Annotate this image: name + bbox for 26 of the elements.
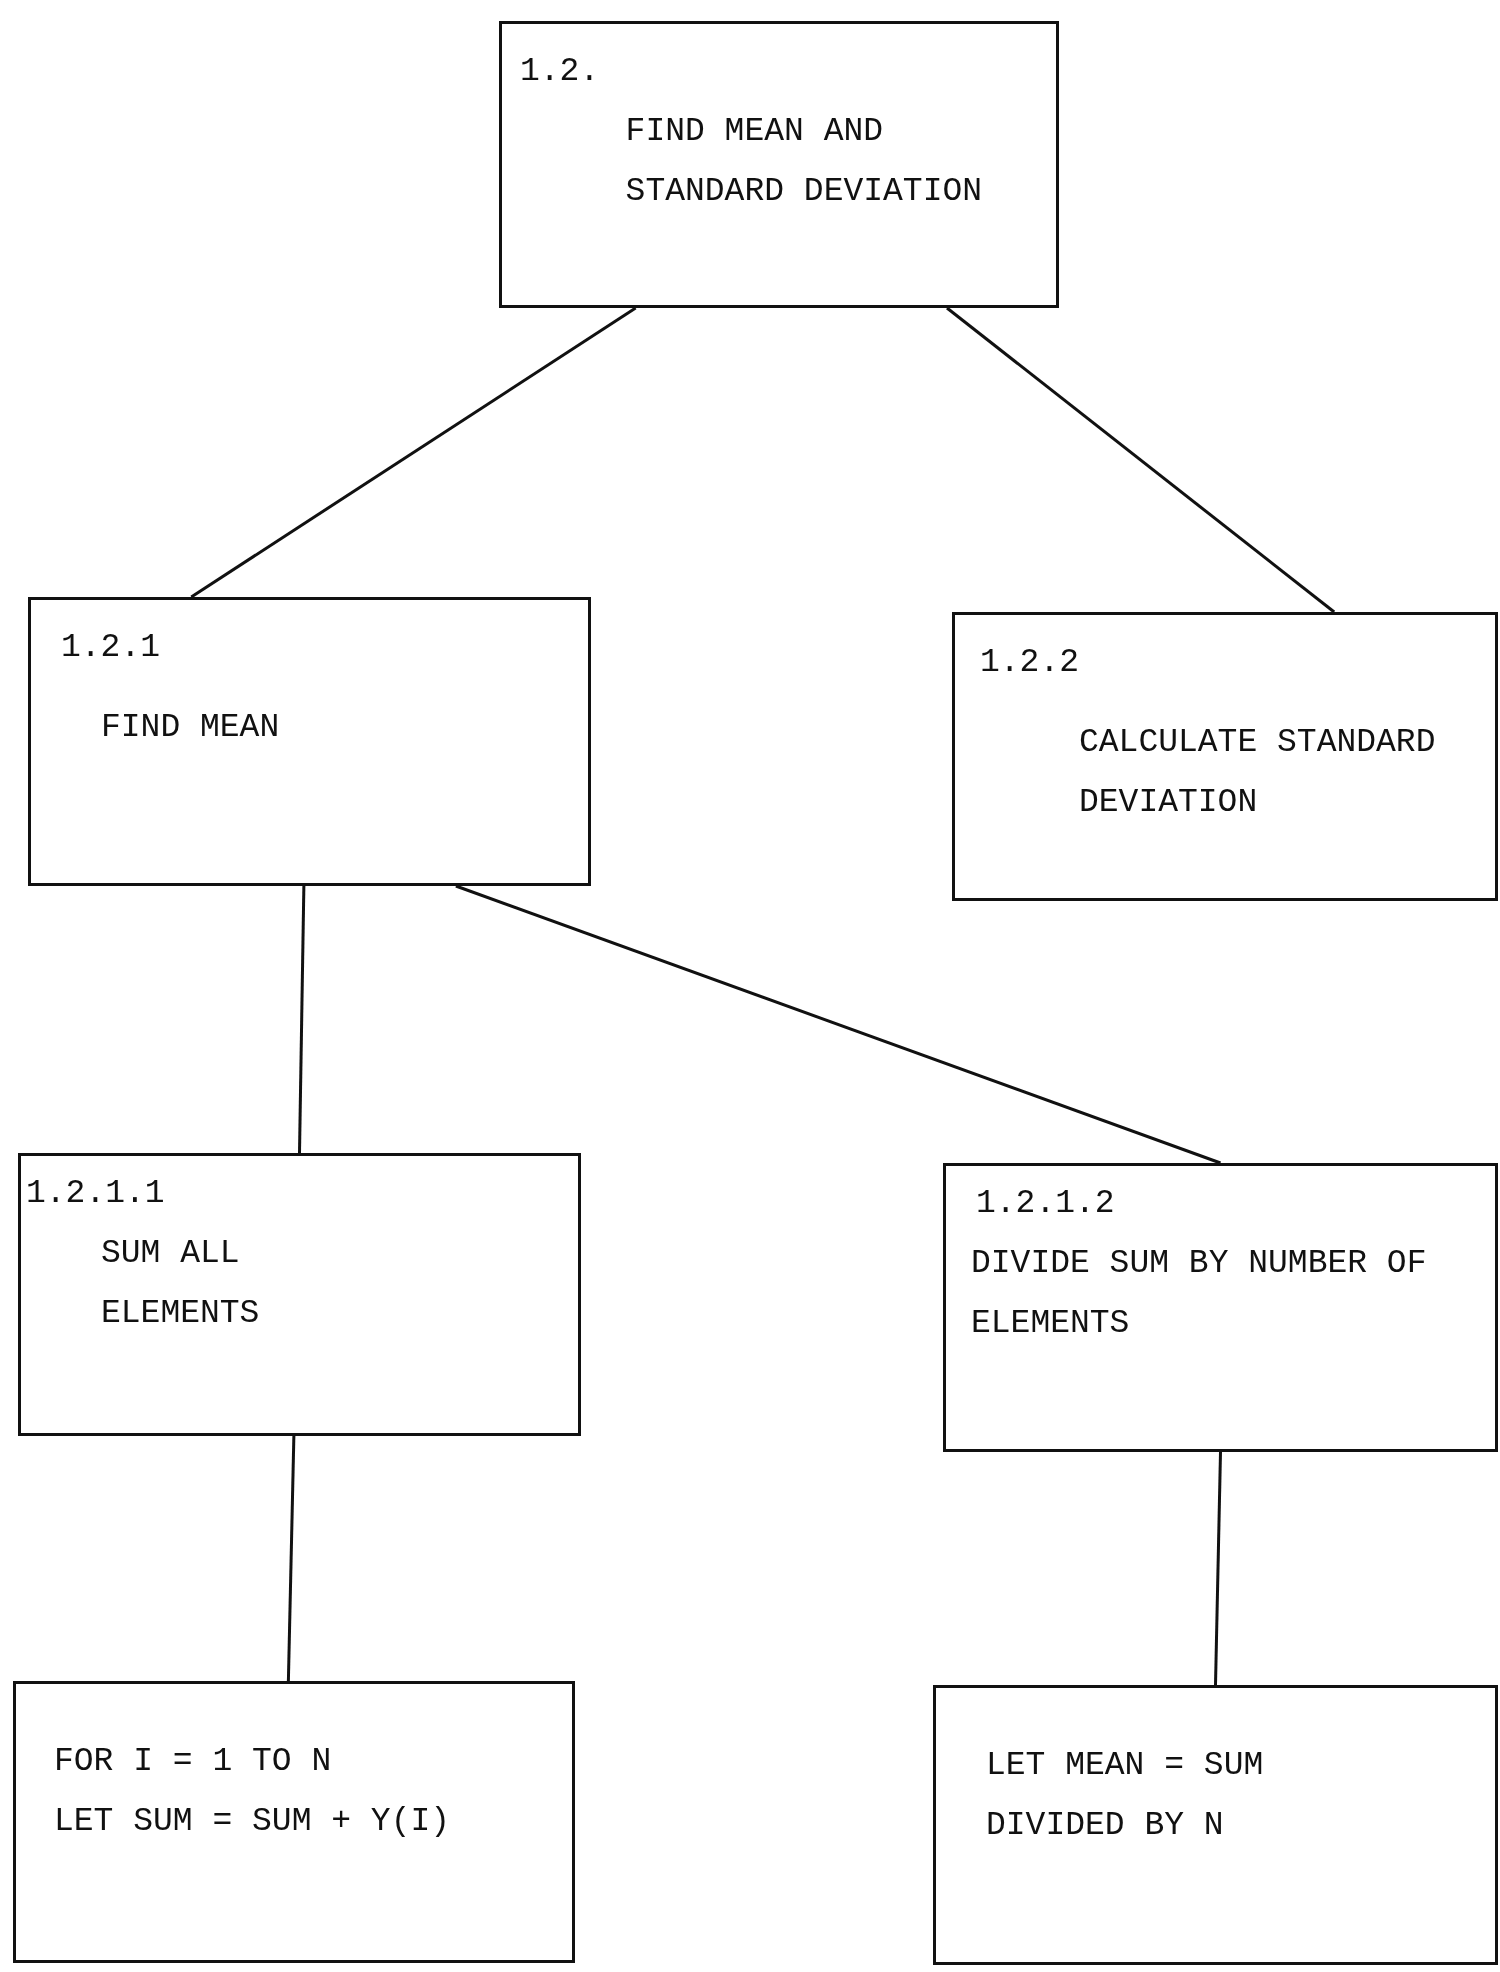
node-number: 1.2.1 <box>61 628 161 668</box>
connector-line <box>1214 1451 1222 1686</box>
connector-line <box>946 306 1336 614</box>
node-text: LET SUM = SUM + Y(I) <box>54 1802 451 1842</box>
process-box <box>18 1153 581 1436</box>
node-text: FIND MEAN <box>101 708 280 748</box>
node-number: 1.2.1.1 <box>26 1174 165 1214</box>
connector-line <box>286 1435 296 1682</box>
node-text: FIND MEAN AND STANDARD DEVIATION <box>624 112 984 212</box>
connector-line <box>455 884 1221 1165</box>
node-text: DIVIDE SUM BY NUMBER OF ELEMENTS <box>971 1244 1428 1344</box>
node-number: 1.2. <box>520 52 600 92</box>
node-text: CALCULATE STANDARD DEVIATION <box>1078 723 1437 823</box>
node-text: SUM ALL ELEMENTS <box>101 1234 261 1334</box>
node-text: LET MEAN = SUM DIVIDED BY N <box>986 1746 1265 1846</box>
connector-line <box>298 885 306 1154</box>
process-box <box>933 1685 1498 1965</box>
process-box <box>28 597 591 886</box>
process-box <box>499 21 1059 308</box>
node-number: 1.2.1.2 <box>976 1184 1115 1224</box>
process-box <box>943 1163 1498 1452</box>
node-number: 1.2.2 <box>980 643 1080 683</box>
node-number: FOR I = 1 TO N <box>54 1742 332 1782</box>
process-box <box>952 612 1498 901</box>
connector-line <box>190 306 637 599</box>
process-box <box>13 1681 575 1963</box>
